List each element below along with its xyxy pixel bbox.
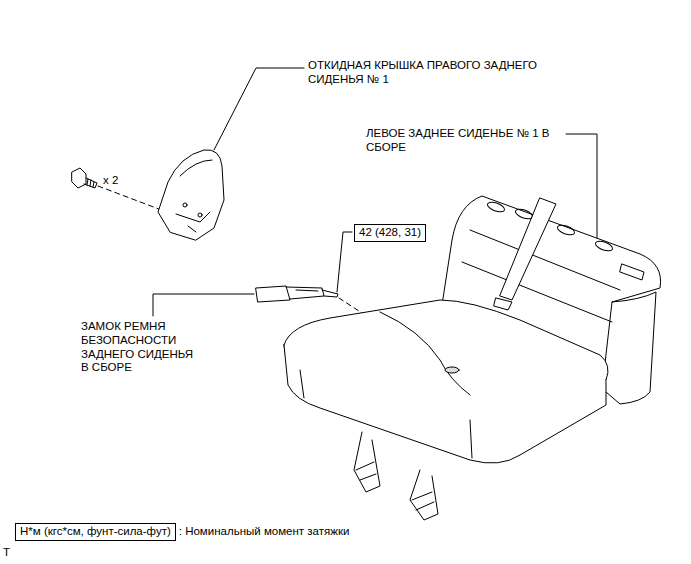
torque-text: Н*м (кгс*см, фунт-сила-фут) bbox=[20, 525, 171, 537]
seat-cover bbox=[158, 150, 224, 240]
leader-line bbox=[337, 232, 352, 292]
page-mark: T bbox=[3, 546, 23, 560]
torque-unit-box: Н*м (кгс*см, фунт-сила-фут) bbox=[15, 523, 176, 541]
part-name: ОТКИДНАЯ КРЫШКА ПРАВОГО ЗАДНЕГО СИДЕНЬЯ … bbox=[308, 59, 588, 87]
seat-assembly bbox=[284, 196, 661, 520]
leader-line bbox=[153, 294, 254, 316]
seat-belt-buckle bbox=[256, 286, 338, 302]
leader-line bbox=[214, 68, 304, 150]
leader-line bbox=[566, 134, 597, 238]
quantity-note: x 2 bbox=[103, 174, 143, 188]
torque-text: 42 (428, 31) bbox=[359, 226, 421, 238]
legend-note: : Номинальный момент затяжки bbox=[179, 525, 479, 539]
part-name: ЗАМОК РЕМНЯ БЕЗОПАСНОСТИ ЗАДНЕГО СИДЕНЬЯ… bbox=[81, 320, 199, 375]
torque-value-box: 42 (428, 31) bbox=[354, 224, 426, 242]
bolt bbox=[72, 168, 97, 188]
part-name: ЛЕВОЕ ЗАДНЕЕ СИДЕНЬЕ № 1 В СБОРЕ bbox=[366, 127, 566, 155]
